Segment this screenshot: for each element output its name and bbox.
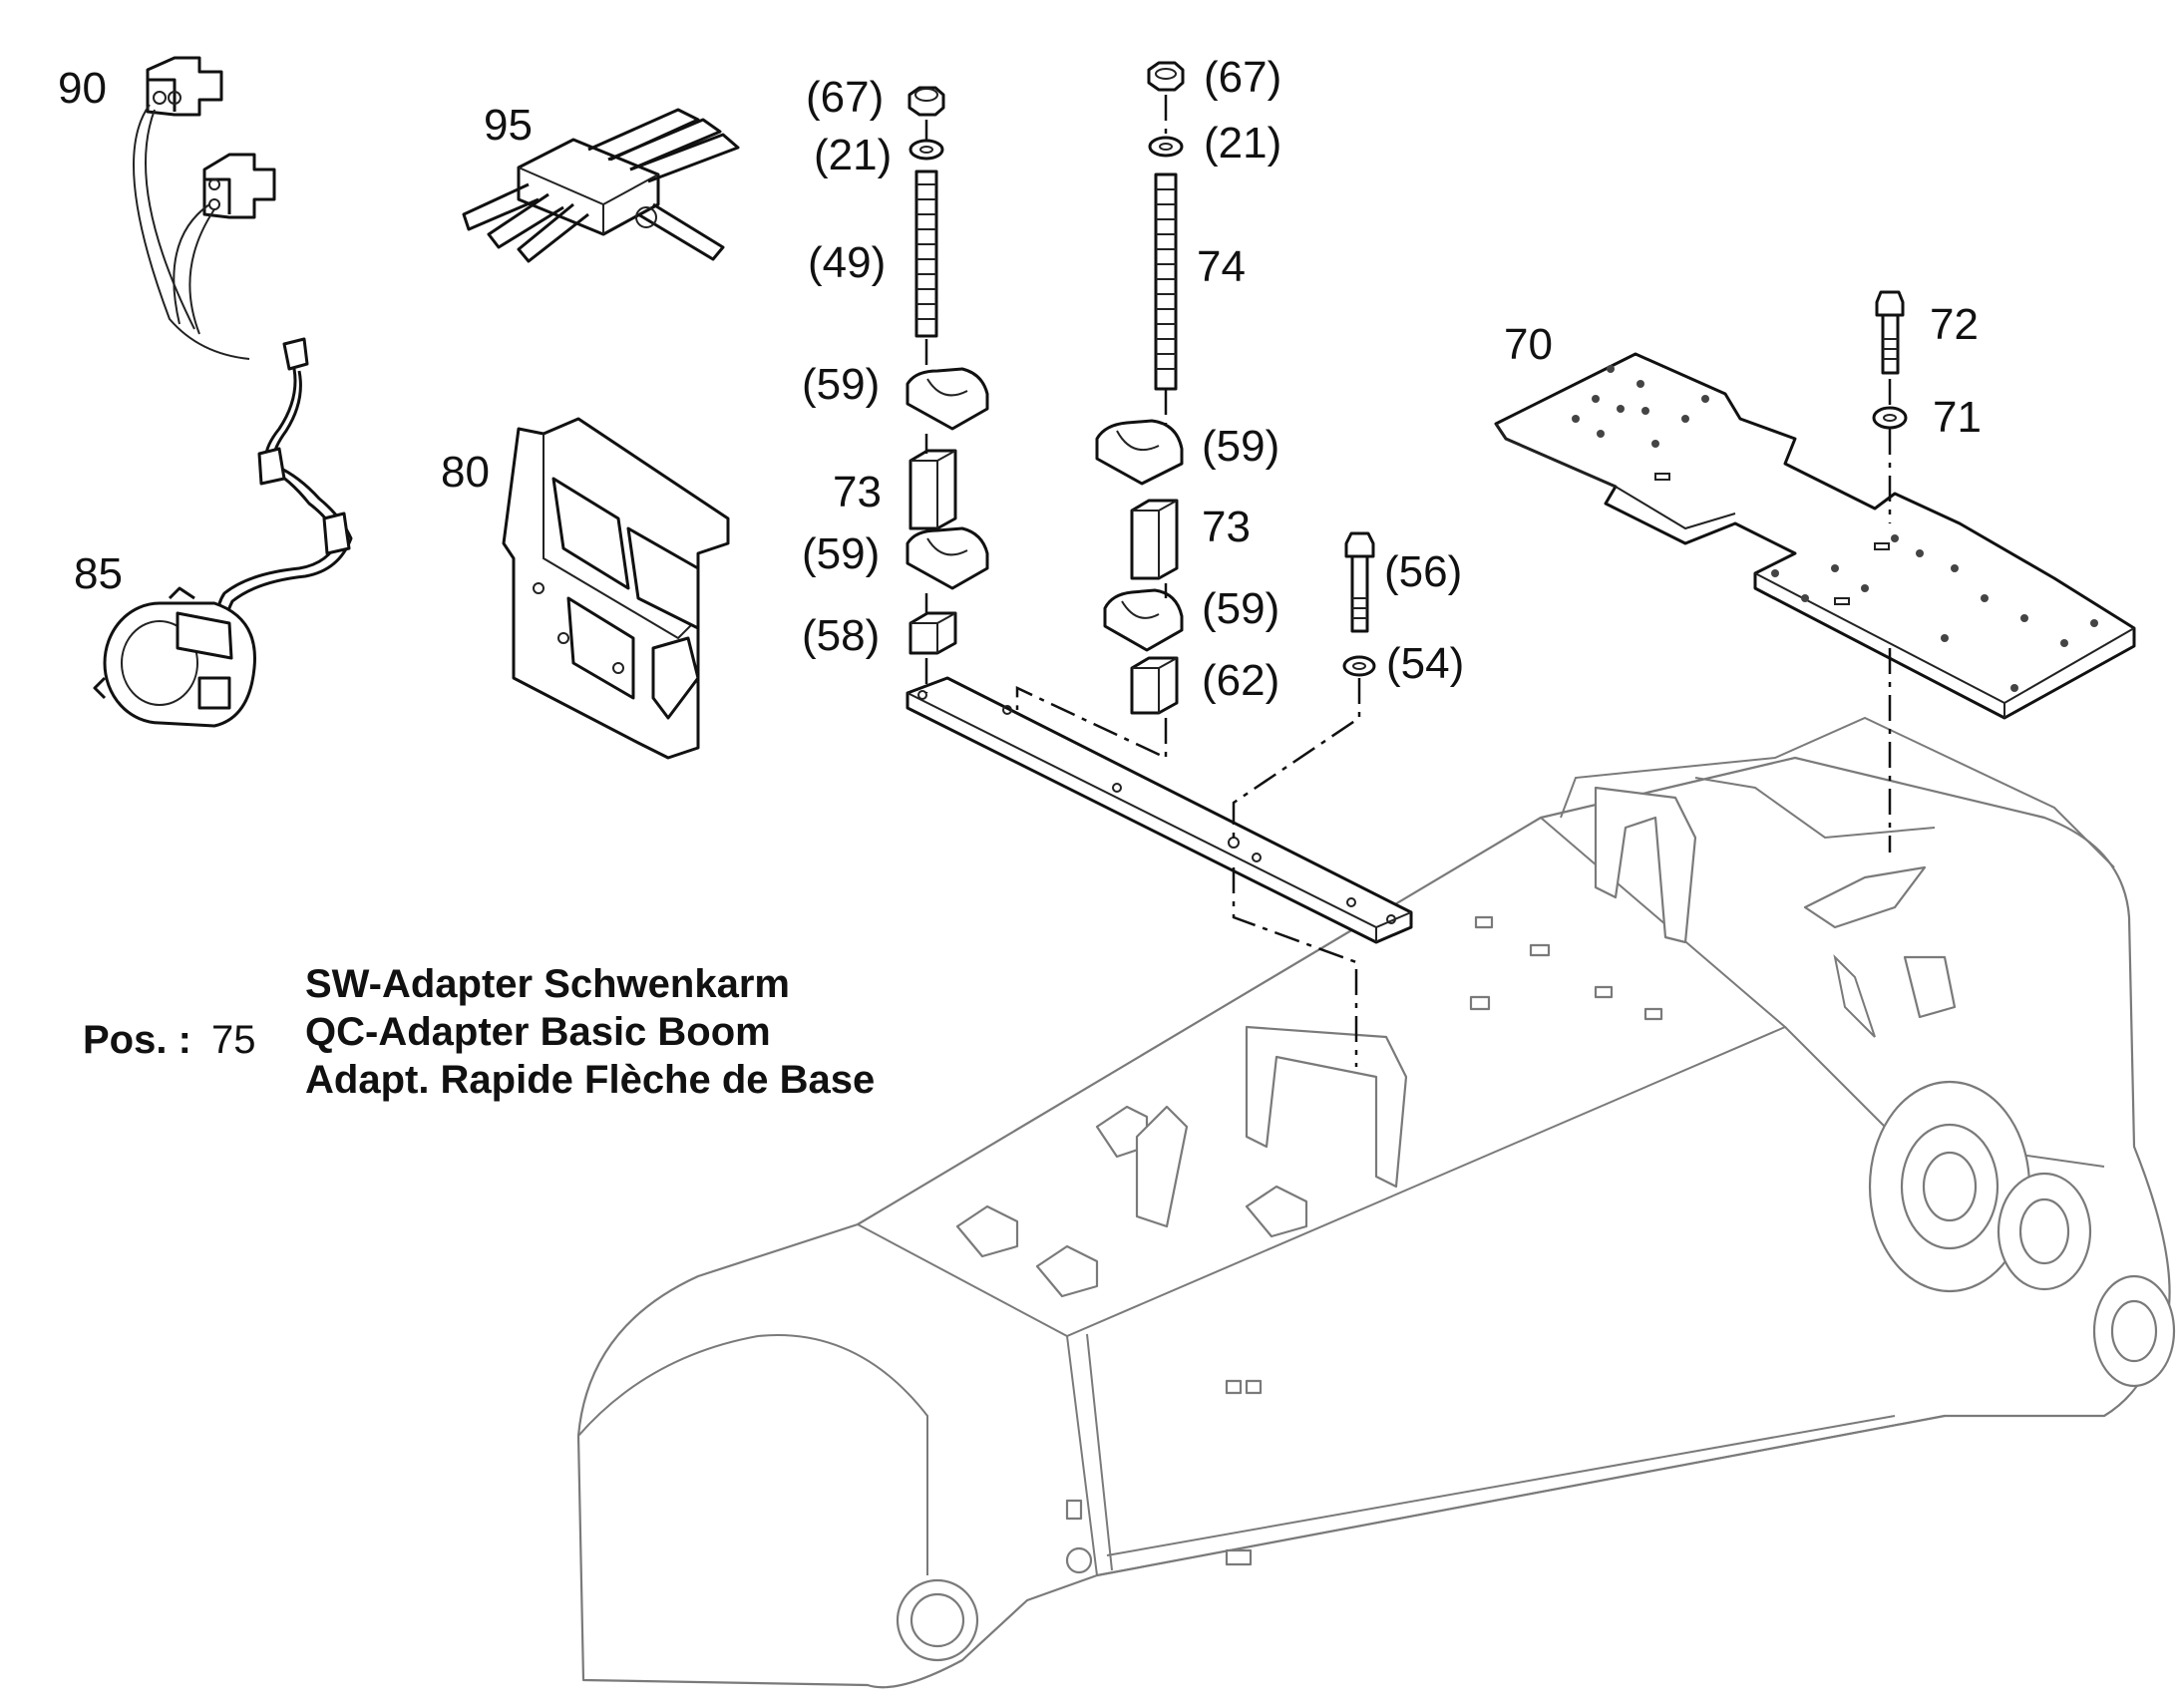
callout-59-c: (59): [1202, 422, 1279, 471]
callout-59-b: (59): [802, 529, 880, 578]
fastener-stack-left: [906, 86, 989, 655]
callout-85: 85: [74, 549, 123, 598]
part-80-frame: [502, 417, 730, 760]
basic-boom: [576, 716, 2176, 1689]
position-label: Pos. :: [83, 1018, 191, 1062]
callout-21-right: (21): [1204, 119, 1281, 168]
position-number: 75: [211, 1018, 256, 1062]
assembly-lines: [924, 95, 1892, 1067]
caption-german: SW-Adapter Schwenkarm: [305, 962, 790, 1006]
callout-54: (54): [1386, 639, 1464, 688]
caption-french: Adapt. Rapide Flèche de Base: [305, 1058, 875, 1102]
callout-95: 95: [484, 101, 533, 150]
callout-59-d: (59): [1202, 584, 1279, 633]
callout-56: (56): [1384, 547, 1462, 596]
callout-80: 80: [441, 448, 490, 497]
adapter-bar: [906, 676, 1413, 944]
callout-72: 72: [1930, 300, 1979, 349]
callout-73-right: 73: [1202, 503, 1251, 551]
callout-71: 71: [1933, 393, 1982, 442]
callout-70: 70: [1504, 320, 1553, 369]
callout-74: 74: [1197, 242, 1246, 291]
callout-labels: 90 95 85 80 (67) (21) (49) (59) 73 (59) …: [58, 53, 1982, 705]
callout-59-a: (59): [802, 360, 880, 409]
callout-49: (49): [808, 238, 886, 287]
callout-58: (58): [802, 611, 880, 660]
callout-67-right: (67): [1204, 53, 1281, 102]
caption-english: QC-Adapter Basic Boom: [305, 1010, 771, 1054]
callout-67-left: (67): [806, 73, 884, 122]
part-90-connectors: [133, 56, 276, 360]
part-85-sensor: [93, 337, 353, 728]
position-caption: Pos. : 75 SW-Adapter Schwenkarm QC-Adapt…: [83, 962, 875, 1102]
callout-73-left: 73: [833, 468, 882, 516]
fastener-stack-right: [1095, 61, 1185, 715]
part-95-hydraulic-block: [462, 108, 740, 263]
bolt-56-washer-54: [1342, 531, 1376, 677]
adapter-plate-70: [1494, 352, 2136, 720]
callout-62: (62): [1202, 656, 1279, 705]
bolt-72-washer-71: [1872, 290, 1908, 430]
callout-90: 90: [58, 64, 107, 113]
callout-21-left: (21): [814, 131, 892, 179]
